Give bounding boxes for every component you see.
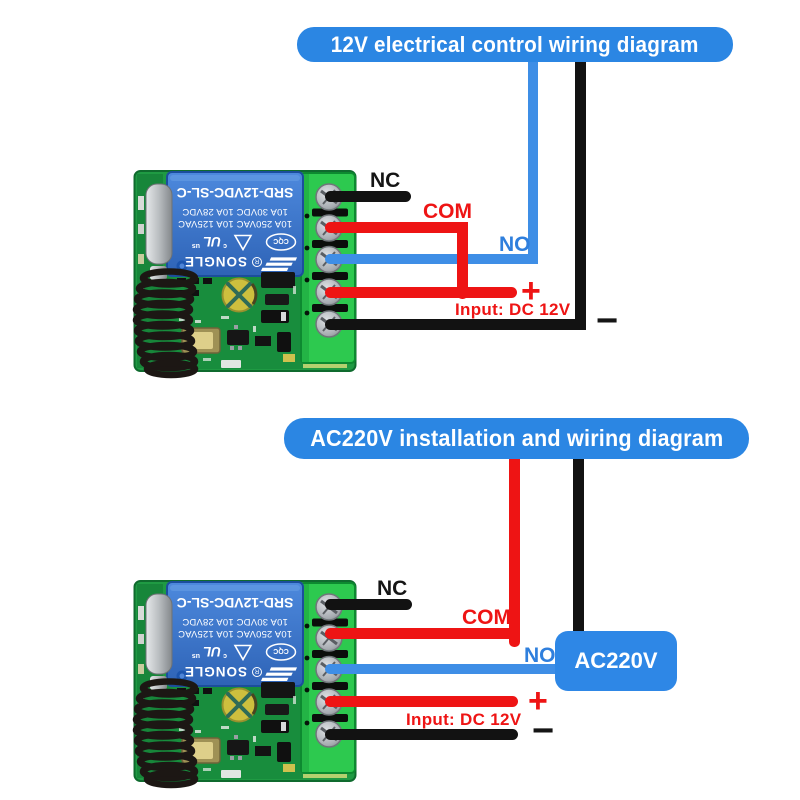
label-minus-12v: − bbox=[596, 300, 619, 342]
relay-rating-dc: 10A 30VDC 10A 28VDC bbox=[182, 616, 288, 627]
relay-brand: SONGLE bbox=[184, 664, 247, 679]
coil-antenna bbox=[132, 678, 199, 789]
label-input-ac: Input: DC 12V bbox=[406, 710, 522, 729]
relay-rating-dc: 10A 30VDC 10A 28VDC bbox=[182, 206, 288, 217]
label-nc-12v: NC bbox=[370, 169, 401, 192]
vde-triangle-icon bbox=[233, 234, 253, 252]
relay-model: SRD-12VDC-SL-C bbox=[177, 595, 294, 611]
trimmer-capacitor bbox=[221, 687, 258, 723]
trimmer-capacitor bbox=[221, 277, 258, 313]
wire-no-12v bbox=[325, 254, 538, 264]
wire-com-vertical-ac bbox=[509, 456, 520, 647]
songle-flag-icon bbox=[261, 257, 298, 271]
label-plus-12v: + bbox=[521, 272, 541, 310]
label-input-12v: Input: DC 12V bbox=[455, 300, 571, 319]
relay-model: SRD-12VDC-SL-C bbox=[177, 185, 294, 201]
wire-plus-ac bbox=[325, 696, 518, 707]
relay-markings: R SONGLE CQC c UL us 10A 250VAC 10A 125V… bbox=[177, 185, 298, 271]
label-no-ac: NO bbox=[524, 644, 556, 667]
wire-minus-12v bbox=[325, 319, 586, 330]
relay: R SONGLE CQC c UL us 10A 250VAC 10A 125V… bbox=[166, 171, 304, 277]
wire-plus-12v bbox=[325, 287, 517, 298]
banner-ac220v-diagram: AC220V installation and wiring diagram bbox=[284, 418, 749, 459]
wire-no-vertical-12v bbox=[528, 58, 538, 264]
cqc-mark-icon bbox=[265, 643, 297, 661]
relay-module-ac220v: R SONGLE CQC c UL us 10A 250VAC 10A 125V… bbox=[132, 576, 357, 789]
terminal-block bbox=[300, 172, 356, 364]
wire-nc-ac bbox=[325, 599, 412, 610]
relay: R SONGLE CQC c UL us 10A 250VAC 10A 125V… bbox=[166, 581, 304, 687]
registered-mark: R bbox=[254, 258, 259, 264]
ul-mark: UL bbox=[203, 644, 221, 659]
banner-12v-text: 12V electrical control wiring diagram bbox=[331, 31, 699, 57]
songle-flag-icon bbox=[261, 667, 298, 681]
wire-minus-vertical-12v bbox=[575, 58, 586, 330]
wire-no-ac bbox=[325, 664, 560, 674]
ul-mark-suffix: us bbox=[192, 652, 200, 659]
ul-mark-prefix: c bbox=[223, 652, 227, 659]
banner-ac220v-text: AC220V installation and wiring diagram bbox=[309, 425, 724, 451]
cqc-mark-icon bbox=[265, 233, 297, 251]
vde-triangle-icon bbox=[233, 644, 253, 662]
cqc-mark-label: CQC bbox=[273, 647, 289, 654]
relay-rating-ac: 10A 250VAC 10A 125VAC bbox=[178, 628, 292, 639]
wire-minus-ac bbox=[325, 729, 518, 740]
label-nc-ac: NC bbox=[377, 577, 408, 600]
label-com-12v: COM bbox=[423, 200, 472, 223]
wire-com-jumper-12v bbox=[457, 222, 468, 299]
label-no-12v: NO bbox=[499, 233, 531, 256]
label-minus-ac: − bbox=[532, 710, 555, 752]
terminal-block bbox=[300, 582, 356, 774]
label-plus-ac: + bbox=[528, 682, 548, 720]
cqc-mark-label: CQC bbox=[273, 237, 289, 244]
label-com-ac: COM bbox=[462, 606, 511, 629]
ac220v-load-box: AC220V bbox=[555, 631, 677, 691]
ul-mark-suffix: us bbox=[192, 242, 200, 249]
relay-rating-ac: 10A 250VAC 10A 125VAC bbox=[178, 218, 292, 229]
ul-mark: UL bbox=[203, 234, 221, 249]
relay-brand: SONGLE bbox=[184, 254, 247, 269]
wire-com-12v bbox=[325, 222, 468, 233]
ac220v-load-label: AC220V bbox=[574, 648, 658, 673]
registered-mark: R bbox=[254, 668, 259, 674]
relay-module-photo: R SONGLE CQC c UL us 10A 250VAC 10A 125V… bbox=[132, 580, 357, 789]
ul-mark-prefix: c bbox=[223, 242, 227, 249]
smd-components bbox=[177, 272, 347, 368]
relay-module-photo: R SONGLE CQC c UL us 10A 250VAC 10A 125V… bbox=[132, 170, 357, 379]
relay-markings: R SONGLE CQC c UL us 10A 250VAC 10A 125V… bbox=[177, 595, 298, 681]
wire-load-vertical-ac bbox=[573, 456, 584, 636]
relay-module-12v: R SONGLE CQC c UL us 10A 250VAC 10A 125V… bbox=[132, 166, 357, 379]
coil-antenna bbox=[132, 268, 199, 379]
banner-12v-diagram: 12V electrical control wiring diagram bbox=[297, 27, 733, 62]
wire-com-ac bbox=[325, 628, 520, 639]
wire-nc-12v bbox=[325, 191, 411, 202]
